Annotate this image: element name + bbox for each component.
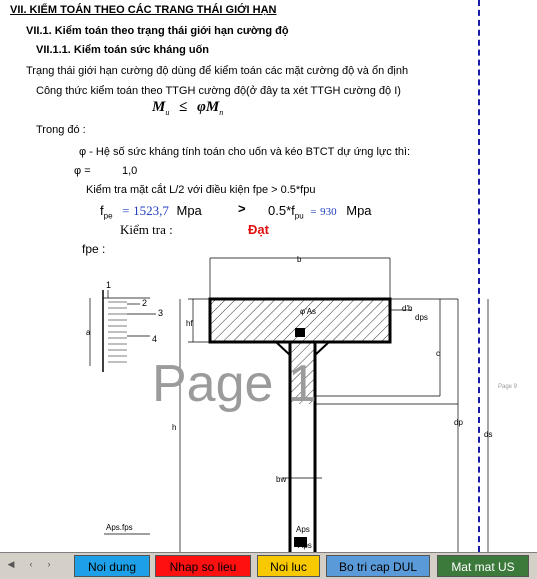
tab-noi-dung[interactable]: Noi dung xyxy=(74,555,150,577)
check-condition: Kiểm tra mặt cắt L/2 với điều kiện fpe >… xyxy=(86,184,316,196)
label-aps-bot: Aps xyxy=(298,541,312,550)
label-h: h xyxy=(172,423,176,432)
tab-noi-luc[interactable]: Noi luc xyxy=(257,555,320,577)
top-rebar xyxy=(295,328,305,337)
worksheet: VII. KIỂM TOÁN THEO CÁC TRANG THÁI GIỚI … xyxy=(10,0,518,552)
tbeam-drawing: b a 1 2 3 4 xyxy=(86,255,492,552)
label-db: d'b xyxy=(402,304,413,313)
label-hf: hf xyxy=(186,319,193,328)
fpu-equals: = xyxy=(310,206,317,218)
greater-than: > xyxy=(238,201,246,216)
formula-rhs: φM xyxy=(197,99,220,115)
formula-lhs-sub: u xyxy=(165,108,170,117)
label-ds: ds xyxy=(484,430,492,439)
label-bw: bw xyxy=(276,475,286,484)
phi-value: 1,0 xyxy=(122,165,138,177)
fpe-equals: = xyxy=(122,203,130,218)
label-b: b xyxy=(297,255,302,264)
page-watermark: Page 1 xyxy=(152,355,317,413)
subsection-title: VII.1. Kiểm toán theo trạng thái giới hạ… xyxy=(26,25,289,37)
fpu-unit: Mpa xyxy=(346,203,372,218)
label-a: a xyxy=(86,328,91,337)
tendon-block xyxy=(294,537,307,547)
label-4: 4 xyxy=(152,334,157,344)
fpe-unit: Mpa xyxy=(176,203,202,218)
fpe-row: fpe = 1523,7 Mpa xyxy=(100,203,202,221)
subsubsection-title: VII.1.1. Kiểm toán sức kháng uốn xyxy=(36,44,210,56)
label-c: c xyxy=(436,349,440,358)
web-compression-zone xyxy=(291,342,314,404)
paragraph-2: Công thức kiểm toán theo TTGH cường độ(ở… xyxy=(36,85,401,97)
fpu-value: 930 xyxy=(320,206,337,218)
tab-mat-mat-us[interactable]: Mat mat US xyxy=(437,555,529,577)
result-badge: Đạt xyxy=(248,222,269,237)
tab-scroll-prev-icon[interactable]: ‹ xyxy=(29,559,33,569)
label-phi-as: φ'As xyxy=(300,307,316,316)
section-title: VII. KIỂM TOÁN THEO CÁC TRANG THÁI GIỚI … xyxy=(10,4,277,16)
label-aps-fps: Aps.fps xyxy=(106,523,133,532)
fpe-value: 1523,7 xyxy=(133,203,169,218)
page-break-line xyxy=(478,0,480,552)
fpu-sub: pu xyxy=(294,211,304,221)
phi-equals: φ = xyxy=(74,165,91,177)
tab-scroll-next-icon[interactable]: › xyxy=(47,559,51,569)
formula: Mu ≤ φMn xyxy=(152,99,223,117)
label-3: 3 xyxy=(158,308,163,318)
tab-bo-tri-cap-dul[interactable]: Bo tri cap DUL xyxy=(326,555,430,577)
fpe-colon-label: fpe : xyxy=(82,242,106,256)
page-watermark-small: Page 9 xyxy=(498,384,518,390)
label-aps-top: Aps xyxy=(296,525,310,534)
trong-do-label: Trong đó : xyxy=(36,124,86,136)
formula-lhs: M xyxy=(152,99,166,115)
formula-rhs-sub: n xyxy=(219,108,224,117)
fpe-label: f xyxy=(100,203,104,218)
label-1: 1 xyxy=(106,280,111,290)
label-dps: dps xyxy=(415,313,428,322)
kiem-tra-label: Kiểm tra : xyxy=(120,222,173,237)
stress-arrows xyxy=(108,301,127,363)
label-dp: dp xyxy=(454,418,463,427)
fpu-row: 0.5*fpu = 930 Mpa xyxy=(268,203,372,221)
fpu-label: 0.5*f xyxy=(268,203,295,218)
tab-nhap-so-lieu[interactable]: Nhap so lieu xyxy=(155,555,251,577)
formula-op: ≤ xyxy=(179,99,188,115)
phi-description: φ - Hệ số sức kháng tính toán cho uốn và… xyxy=(79,146,411,158)
tab-scroll-first-icon[interactable]: ◀ xyxy=(7,559,15,569)
fpe-sub: pe xyxy=(103,211,113,221)
paragraph-1: Trạng thái giới hạn cường độ dùng để kiể… xyxy=(26,65,409,77)
label-2: 2 xyxy=(142,298,147,308)
